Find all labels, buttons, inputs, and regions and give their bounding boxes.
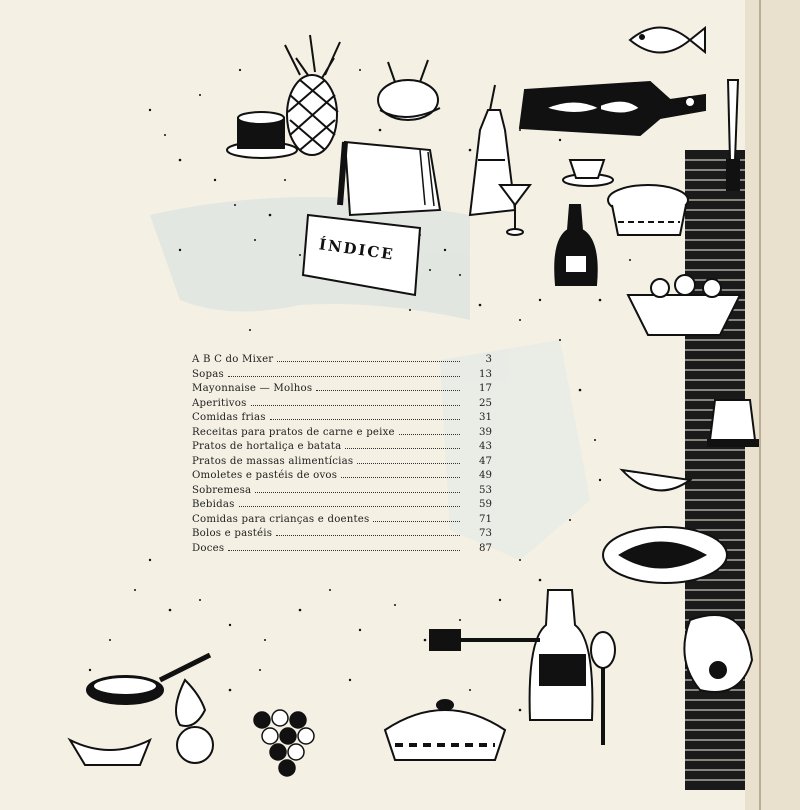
toc-page-number: 39: [479, 426, 492, 438]
toc-title: Sobremesa: [192, 484, 252, 496]
toc-page-number: 47: [479, 455, 492, 467]
toc-leader-dots: [373, 512, 460, 522]
knife-icon: [726, 79, 740, 191]
toc-row: Bolos e pastéis 73: [192, 526, 492, 541]
toc-page-number: 3: [485, 354, 492, 365]
toc-title: Pratos de massas alimentícias: [192, 455, 354, 467]
toc-page-number: 59: [479, 499, 492, 510]
tureen-icon: [607, 184, 689, 236]
liquor-bottle-icon: [528, 589, 594, 721]
toc-row: Pratos de massas alimentícias 47: [192, 454, 492, 469]
toc-page-number: 25: [479, 397, 492, 409]
toc-row: Mayonnaise — Molhos 17: [192, 381, 492, 396]
toc-row: Sopas 13: [192, 367, 492, 382]
chicken-icon: [377, 59, 441, 121]
toc-leader-dots: [357, 454, 460, 464]
toc-leader-dots: [276, 526, 460, 536]
toc-leader-dots: [228, 541, 460, 551]
toc-leader-dots: [316, 381, 460, 391]
ladle-icon: [590, 631, 616, 745]
toc-leader-dots: [250, 396, 460, 406]
table-of-contents: A B C do Mixer 3 Sopas 13 Mayonnaise — M…: [192, 352, 492, 555]
toc-row: Bebidas 59: [192, 497, 492, 512]
grapes-icon: [253, 709, 315, 777]
toc-row: Sobremesa 53: [192, 483, 492, 498]
toc-leader-dots: [227, 367, 460, 377]
toc-title: Mayonnaise — Molhos: [192, 383, 313, 394]
toc-title: Aperitivos: [192, 397, 247, 409]
toc-title: Bebidas: [192, 499, 235, 510]
toc-leader-dots: [341, 468, 460, 478]
pineapple-icon: [284, 34, 341, 156]
toc-page-number: 31: [479, 412, 492, 423]
frying-pan-icon: [86, 652, 212, 705]
wine-bottle-icon: [554, 204, 598, 286]
toc-title: A B C do Mixer: [192, 354, 274, 365]
toc-leader-dots: [269, 410, 460, 420]
toc-leader-dots: [277, 352, 460, 362]
spatula-icon: [429, 629, 540, 651]
toc-row: A B C do Mixer 3: [192, 352, 492, 367]
toc-title: Omoletes e pastéis de ovos: [192, 470, 338, 481]
toc-row: Doces 87: [192, 541, 492, 556]
gravy-boat-icon: [67, 737, 152, 766]
toc-row: Aperitivos 25: [192, 396, 492, 411]
toc-title: Receitas para pratos de carne e peixe: [192, 426, 395, 438]
toc-title: Bolos e pastéis: [192, 528, 273, 539]
toc-page-number: 87: [479, 542, 492, 554]
speckle-texture: [88, 68, 631, 712]
basket-icon: [626, 274, 742, 336]
onion-icon: [175, 678, 207, 727]
toc-page-number: 13: [479, 368, 492, 380]
toc-title: Sopas: [192, 368, 224, 380]
toc-page-number: 53: [479, 484, 492, 496]
toc-row: Omoletes e pastéis de ovos 49: [192, 468, 492, 483]
toc-leader-dots: [238, 497, 460, 507]
tomato-icon: [176, 726, 214, 764]
toc-title: Doces: [192, 542, 225, 554]
ham-icon: [683, 614, 754, 693]
toc-title: Comidas frias: [192, 412, 266, 423]
melon-slice-icon: [619, 468, 693, 492]
toc-page-number: 17: [479, 383, 492, 394]
jelly-mold-icon: [707, 399, 759, 447]
cake-icon: [226, 111, 298, 159]
toc-row: Comidas frias 31: [192, 410, 492, 425]
teacup-icon: [562, 159, 614, 187]
toc-page-number: 71: [479, 513, 492, 525]
cutting-board-icon: [518, 80, 706, 137]
toc-page-number: 49: [479, 470, 492, 481]
toc-row: Comidas para crianças e doentes 71: [192, 512, 492, 527]
toc-leader-dots: [345, 439, 460, 449]
fish-dish-icon: [602, 526, 728, 584]
toc-page-number: 73: [479, 528, 492, 539]
toc-leader-dots: [255, 483, 460, 493]
indice-notepad: [301, 140, 442, 297]
toc-row: Receitas para pratos de carne e peixe 39: [192, 425, 492, 440]
toc-page-number: 43: [479, 441, 492, 452]
fish-icon: [628, 25, 706, 55]
toc-leader-dots: [398, 425, 460, 435]
toc-title: Comidas para crianças e doentes: [192, 513, 370, 525]
toc-row: Pratos de hortaliça e batata 43: [192, 439, 492, 454]
soup-tureen-icon: [383, 699, 507, 761]
toc-title: Pratos de hortaliça e batata: [192, 441, 342, 452]
cocktail-glass-icon: [498, 184, 532, 236]
